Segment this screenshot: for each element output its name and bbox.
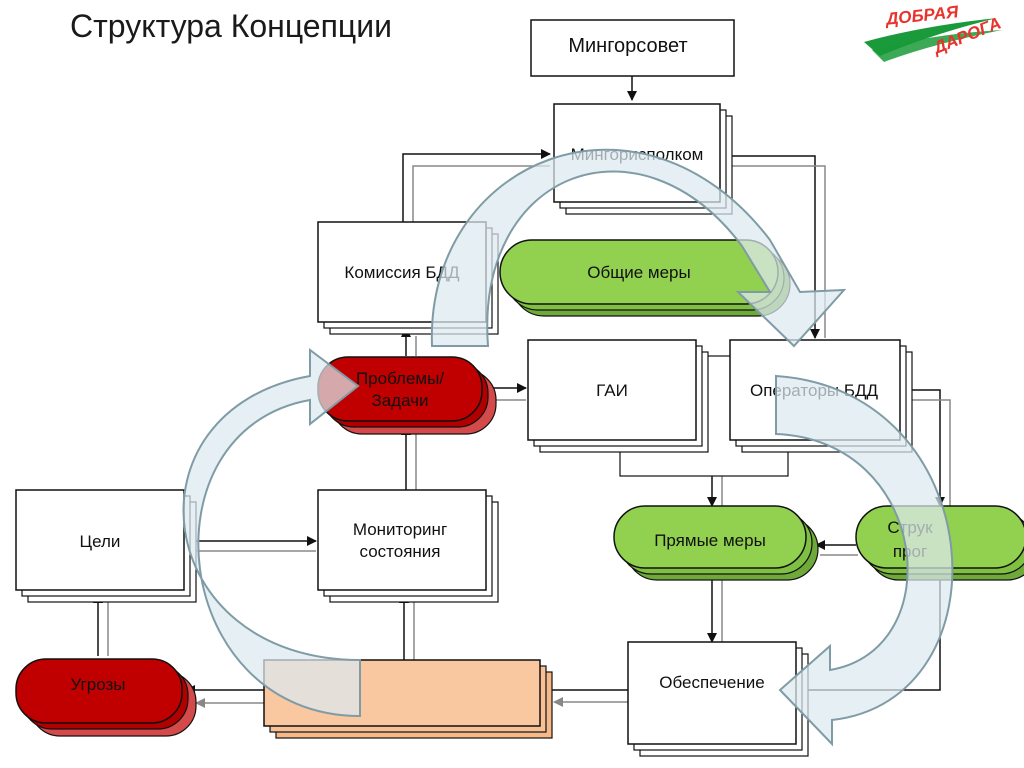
cycle-arrow-left-icon [182,348,361,718]
cycle-arrow-top-icon [430,148,847,348]
node-problemy-label-1: Проблемы/ [356,369,444,388]
node-obespechenie: Обеспечение [627,641,809,757]
node-mingorsovet: Мингорсовет [530,19,735,77]
node-obshchie-mery-label: Общие меры [587,263,690,282]
node-tseli: Цели [15,489,197,603]
node-monitoring: Мониторинг состояния [317,489,499,603]
node-obshchie-mery: Общие меры [499,239,791,317]
node-pryamye-mery: Прямые меры [613,505,819,581]
node-ugrozy: Угрозы [15,658,197,737]
node-tseli-label: Цели [80,532,121,551]
node-obespechenie-label: Обеспечение [659,673,764,692]
node-pryamye-mery-label: Прямые меры [654,531,766,550]
page-title: Структура Концепции [70,8,392,44]
node-monitoring-label-2: состояния [360,542,441,561]
node-problemy-label-2: Задачи [371,391,428,410]
logo: ДОБРАЯ ДАРОГА [862,2,1012,66]
node-gai-label: ГАИ [596,381,628,400]
node-mingorsovet-label: Мингорсовет [568,35,687,57]
cycle-arrows [182,148,954,747]
logo-swoosh-icon [864,18,1002,62]
node-komissiya-label: Комиссия БДД [344,263,460,282]
node-ugrozy-label: Угрозы [71,675,126,694]
cycle-arrow-right-icon [775,374,954,747]
node-problemy: Проблемы/ Задачи [317,356,497,435]
node-monitoring-label-1: Мониторинг [353,520,447,539]
